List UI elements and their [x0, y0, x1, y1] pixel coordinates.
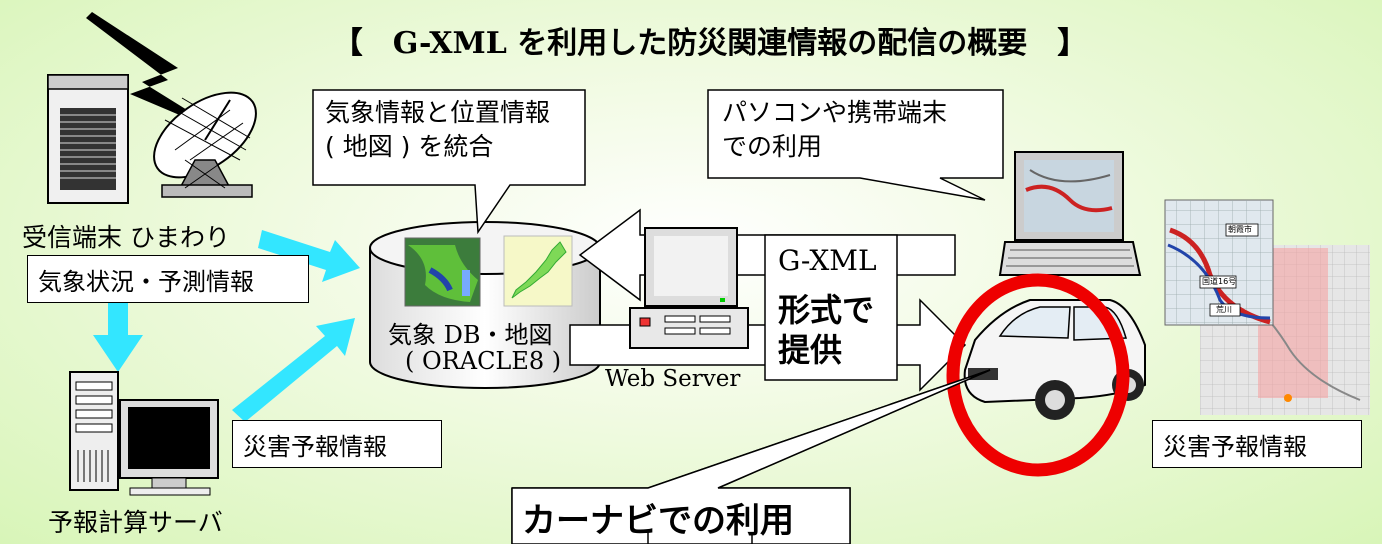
highlight-ring [946, 273, 1130, 477]
page-title: 【 G-XML を利用した防災関連情報の配信の概要 】 [332, 26, 1088, 61]
map-road-label: 国道16号 [1202, 277, 1237, 286]
data-flow-arrows [93, 230, 360, 422]
arrow-receiver-to-server [93, 300, 143, 372]
japan-map-thumbnail [503, 235, 573, 307]
web-server-label: Web Server [605, 366, 741, 392]
map-city-label: 朝霞市 [1228, 225, 1252, 234]
forecast-server-label: 予報計算サーバ [48, 508, 223, 537]
forecast-server-icon [69, 371, 219, 496]
gxml-label: G-XML [778, 244, 877, 277]
carnavi-label: カーナビでの利用 [522, 501, 794, 541]
lightning-icon [86, 12, 200, 122]
laptop-icon [998, 151, 1142, 276]
web-server-icon [629, 227, 749, 349]
arrow-server-to-db [232, 318, 355, 422]
callout-integrate-line1: 気象情報と位置情報 [325, 98, 551, 127]
gxml-format-label: 形式で [778, 291, 875, 329]
callout-integrate [312, 89, 586, 235]
disaster-info-left-label: 災害予報情報 [232, 420, 442, 468]
callout-pc-line2: での利用 [722, 132, 823, 161]
weather-status-label: 気象状況・予測情報 [27, 255, 309, 303]
satellite-dish-icon [153, 91, 257, 198]
arrow-receiver-to-db [258, 230, 360, 282]
receiver-label: 受信端末 ひまわり [22, 223, 230, 252]
db-label-line1: 気象 DB・地図 [388, 321, 553, 349]
receiver-terminal-icon [47, 74, 129, 204]
car-icon [963, 299, 1146, 420]
gxml-provide-label: 提供 [778, 331, 843, 369]
disaster-info-right-label: 災害予報情報 [1152, 420, 1362, 468]
callout-pc [707, 89, 1004, 201]
map-river-label: 荒川 [1216, 305, 1232, 314]
callout-pc-line1: パソコンや携帯端末 [722, 98, 948, 127]
disaster-map-front [1164, 199, 1274, 326]
gxml-box [764, 234, 898, 381]
db-label-line2: ( ORACLE8 ) [405, 347, 562, 375]
weather-map-thumbnail [404, 237, 481, 307]
callout-integrate-line2: ( 地図 ) を統合 [325, 132, 494, 161]
